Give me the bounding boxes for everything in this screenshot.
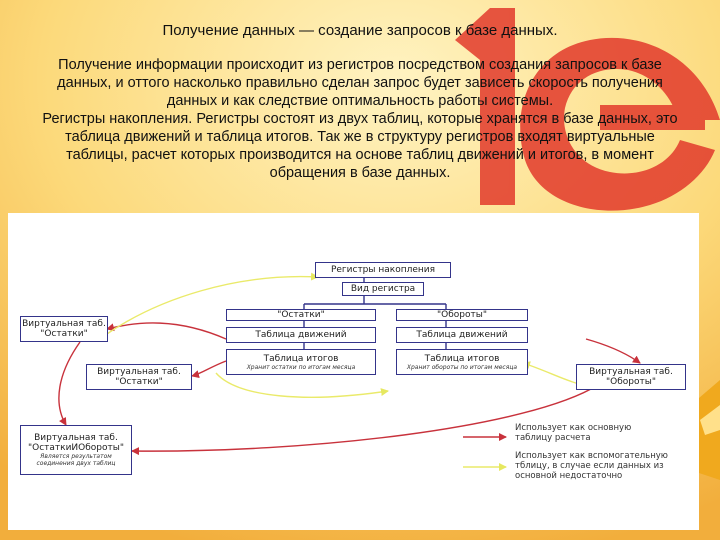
movements-left-box: Таблица движений — [226, 327, 376, 343]
virtual-combined-note2: соединения двух таблиц — [36, 460, 116, 467]
legend-primary-line1: Использует как основную — [515, 423, 632, 433]
totals-left-label: Таблица итогов — [263, 353, 339, 364]
totals-right-label: Таблица итогов — [424, 353, 500, 364]
root-box: Регистры накопления — [315, 262, 451, 278]
legend-secondary-text: Использует как вспомогательную тблицу, в… — [515, 451, 668, 481]
logo-1c-watermark — [455, 8, 720, 211]
arrow-red-balance-top — [106, 322, 227, 340]
register-kind-label: Вид регистра — [350, 284, 416, 294]
virtual-balance-mid-line2: "Остатки" — [115, 377, 163, 387]
arrow-yellow-top — [103, 272, 319, 337]
movements-right-box: Таблица движений — [396, 327, 528, 343]
virtual-combined-line2: "ОстаткиИОбороты" — [27, 443, 125, 453]
legend-primary-line2: таблицу расчета — [515, 433, 591, 443]
intro-text: Получение информации происходит из регис… — [57, 57, 663, 109]
balance-box: "Остатки" — [226, 309, 376, 321]
virtual-balance-top-line2: "Остатки" — [40, 329, 88, 339]
virtual-balance-mid-box: Виртуальная таб. "Остатки" — [86, 364, 192, 390]
totals-right-box: Таблица итогов Хранит обороты по итогам … — [396, 349, 528, 375]
movements-right-label: Таблица движений — [416, 330, 508, 340]
legend-secondary-line3: основной недостаточно — [515, 471, 623, 481]
virtual-combined-note1: Является результатом — [40, 453, 112, 460]
virtual-combined-box: Виртуальная таб. "ОстаткиИОбороты" Являе… — [20, 425, 132, 475]
turnover-label: "Обороты" — [437, 310, 487, 320]
arrow-red-combined-right — [131, 384, 599, 456]
arrow-red-combined-left — [58, 341, 81, 426]
virtual-combined-line1: Виртуальная таб. — [34, 433, 118, 443]
diagram-panel: Регистры накопления Вид регистра "Остатк… — [8, 213, 699, 530]
legend-secondary-line1: Использует как вспомогательную — [515, 451, 668, 461]
slide-paragraph: Получение информации происходит из регис… — [38, 56, 682, 182]
virtual-turnover-line1: Виртуальная таб. — [589, 367, 673, 377]
root-label: Регистры накопления — [330, 265, 436, 275]
balance-label: "Остатки" — [277, 310, 325, 320]
virtual-balance-top-line1: Виртуальная таб. — [22, 319, 106, 329]
arrow-red-turnover — [585, 338, 641, 364]
register-kind-box: Вид регистра — [342, 282, 424, 296]
slide-title: Получение данных — создание запросов к б… — [162, 22, 558, 39]
arrow-yellow-balance — [215, 372, 389, 398]
arrow-red-balance-mid — [191, 360, 227, 379]
virtual-balance-top-box: Виртуальная таб. "Остатки" — [20, 316, 108, 342]
totals-right-note: Хранит обороты по итогам месяца — [406, 363, 518, 371]
legend-secondary-line2: тблицу, в случае если данных из — [515, 461, 664, 471]
virtual-turnover-line2: "Обороты" — [606, 377, 656, 387]
virtual-balance-mid-line1: Виртуальная таб. — [97, 367, 181, 377]
virtual-turnover-box: Виртуальная таб. "Обороты" — [576, 364, 686, 390]
totals-left-box: Таблица итогов Хранит остатки по итогам … — [226, 349, 376, 375]
legend-primary-text: Использует как основную таблицу расчета — [515, 423, 631, 443]
movements-left-label: Таблица движений — [255, 330, 347, 340]
totals-left-note: Хранит остатки по итогам месяца — [246, 363, 356, 371]
turnover-box: "Обороты" — [396, 309, 528, 321]
registers-text: Регистры накопления. Регистры состоят из… — [42, 111, 678, 181]
